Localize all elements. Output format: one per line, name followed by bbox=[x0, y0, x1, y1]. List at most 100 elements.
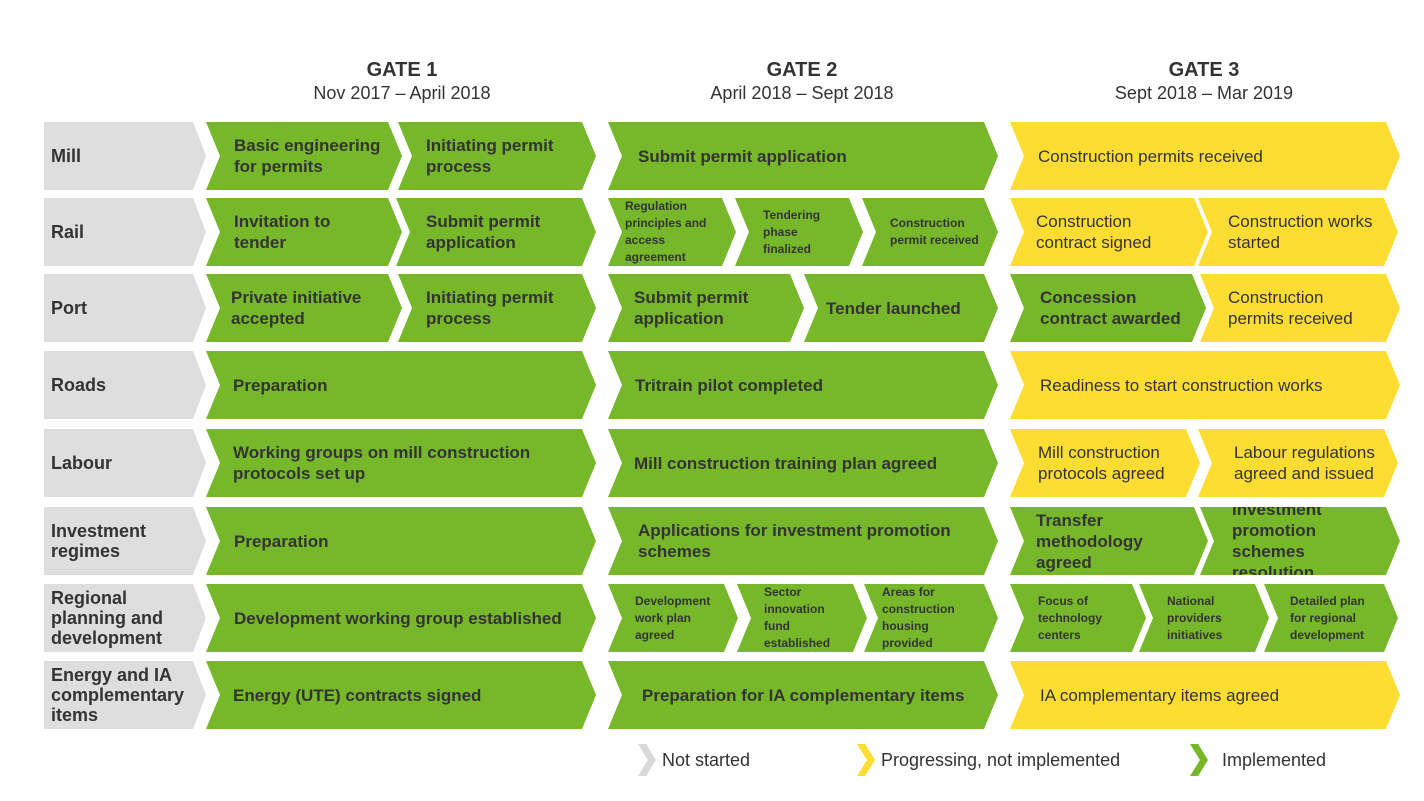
milestone-label: Preparation bbox=[234, 531, 329, 551]
milestone-label: IA complementary items agreed bbox=[1040, 685, 1280, 705]
milestone-label: Construction permit received bbox=[890, 216, 979, 247]
milestone-chevron: Construction permits received bbox=[1200, 274, 1400, 342]
row-label-cell: Rail bbox=[44, 198, 206, 266]
gate-title: GATE 1 bbox=[366, 59, 438, 81]
row-regional-planning-and-development: Regional planning and development Develop… bbox=[0, 584, 1424, 652]
row-label: Labour bbox=[51, 453, 112, 473]
row-energy-and-ia-complementary-items: Energy and IA complementary items Energy … bbox=[0, 661, 1424, 729]
row-label: Energy and IA complementary items bbox=[51, 665, 185, 725]
row-rail: Rail Invitation to tender Submit permit ap… bbox=[0, 198, 1424, 266]
milestone-chevron: Readiness to start construction works bbox=[1010, 351, 1400, 419]
milestone-label: Concession contract awarded bbox=[1040, 288, 1181, 328]
gate-title: GATE 3 bbox=[1168, 59, 1240, 81]
milestone-label: Submit permit application bbox=[426, 212, 541, 252]
milestone-chevron: Mill construction training plan agreed bbox=[608, 429, 998, 497]
milestone-label: Regulation principles and access agreeme… bbox=[625, 199, 707, 264]
milestone-label: Areas for construction housing provided bbox=[882, 585, 955, 650]
milestone-chevron: Working groups on mill construction prot… bbox=[206, 429, 596, 497]
milestone-label: Labour regulations agreed and issued bbox=[1234, 443, 1375, 483]
milestone-chevron: Applications for investment promotion sc… bbox=[608, 507, 998, 575]
milestone-chevron: Construction contract signed bbox=[1010, 198, 1208, 266]
milestone-chevron: Development work plan agreed bbox=[608, 584, 738, 652]
gate-1-header: GATE 1 Nov 2017 – April 2018 bbox=[237, 58, 567, 104]
milestone-label: Readiness to start construction works bbox=[1040, 375, 1323, 395]
milestone-chevron: Areas for construction housing provided bbox=[864, 584, 998, 652]
milestone-label: Initiating permit process bbox=[426, 288, 554, 328]
milestone-label: National providers initiatives bbox=[1167, 593, 1223, 642]
milestone-label: Construction permits received bbox=[1038, 146, 1263, 166]
milestone-chevron: Initiating permit process bbox=[398, 274, 596, 342]
gate-dates: Nov 2017 – April 2018 bbox=[313, 83, 491, 103]
legend-label: Implemented bbox=[1222, 749, 1327, 770]
milestone-label: Focus of technology centers bbox=[1038, 593, 1103, 642]
milestone-chevron: Investment promotion schemes resolution bbox=[1200, 507, 1400, 575]
row-label: Investment regimes bbox=[51, 521, 147, 561]
row-label-cell: Labour bbox=[44, 429, 206, 497]
row-label: Rail bbox=[51, 222, 85, 242]
row-label: Port bbox=[51, 298, 87, 318]
milestone-chevron: IA complementary items agreed bbox=[1010, 661, 1400, 729]
row-label-cell: Energy and IA complementary items bbox=[44, 661, 206, 729]
milestone-label: Mill construction protocols agreed bbox=[1038, 443, 1165, 483]
row-label-cell: Regional planning and development bbox=[44, 584, 206, 652]
milestone-chevron: Tendering phase finalized bbox=[735, 198, 863, 266]
gate-3-header: GATE 3 Sept 2018 – Mar 2019 bbox=[1039, 58, 1369, 104]
row-label-cell: Roads bbox=[44, 351, 206, 419]
milestone-label: Tritrain pilot completed bbox=[635, 375, 823, 395]
milestone-chevron: Regulation principles and access agreeme… bbox=[608, 198, 736, 266]
milestone-chevron: Invitation to tender bbox=[206, 198, 402, 266]
milestone-label: Development working group established bbox=[234, 608, 562, 628]
milestone-chevron: Preparation for IA complementary items bbox=[608, 661, 998, 729]
milestone-chevron: Detailed plan for regional development bbox=[1264, 584, 1398, 652]
milestone-chevron: Construction works started bbox=[1198, 198, 1398, 266]
milestone-chevron: National providers initiatives bbox=[1139, 584, 1269, 652]
milestone-label: Initiating permit process bbox=[426, 136, 554, 176]
milestone-chevron: Concession contract awarded bbox=[1010, 274, 1206, 342]
legend-label: Not started bbox=[662, 749, 751, 770]
milestone-chevron: Energy (UTE) contracts signed bbox=[206, 661, 596, 729]
row-label-cell: Port bbox=[44, 274, 206, 342]
milestone-label: Tender launched bbox=[826, 298, 961, 318]
milestone-label: Tendering phase finalized bbox=[763, 207, 821, 256]
milestone-chevron: Construction permit received bbox=[862, 198, 998, 266]
gate-dates: April 2018 – Sept 2018 bbox=[710, 83, 894, 103]
milestone-chevron: Mill construction protocols agreed bbox=[1010, 429, 1200, 497]
gate-2-header: GATE 2 April 2018 – Sept 2018 bbox=[637, 58, 967, 104]
milestone-label: Development work plan agreed bbox=[635, 593, 711, 642]
milestone-label: Construction contract signed bbox=[1036, 212, 1152, 252]
legend-implemented: Implemented bbox=[1190, 744, 1326, 776]
milestone-chevron: Tritrain pilot completed bbox=[608, 351, 998, 419]
milestone-label: Construction works started bbox=[1228, 212, 1373, 252]
row-label-cell: Mill bbox=[44, 122, 206, 190]
milestone-chevron: Submit permit application bbox=[608, 122, 998, 190]
milestone-chevron: Submit permit application bbox=[396, 198, 596, 266]
green-chevron-icon bbox=[1190, 744, 1208, 776]
milestone-chevron: Focus of technology centers bbox=[1010, 584, 1146, 652]
milestone-label: Sector innovation fund established bbox=[764, 585, 831, 650]
milestone-chevron: Tender launched bbox=[804, 274, 998, 342]
legend-progressing: Progressing, not implemented bbox=[857, 744, 1120, 776]
milestone-label: Submit permit application bbox=[634, 288, 749, 328]
milestone-chevron: Construction permits received bbox=[1010, 122, 1400, 190]
milestone-label: Working groups on mill construction prot… bbox=[233, 443, 531, 483]
row-label: Roads bbox=[51, 375, 107, 395]
legend-not-started: Not started bbox=[638, 744, 750, 776]
milestone-label: Submit permit application bbox=[638, 146, 847, 166]
legend-label: Progressing, not implemented bbox=[881, 749, 1121, 770]
milestone-chevron: Development working group established bbox=[206, 584, 596, 652]
milestone-label: Mill construction training plan agreed bbox=[634, 453, 938, 473]
gray-chevron-icon bbox=[638, 744, 656, 776]
milestone-chevron: Transfer methodology agreed bbox=[1010, 507, 1208, 575]
milestone-chevron: Labour regulations agreed and issued bbox=[1198, 429, 1398, 497]
milestone-label: Energy (UTE) contracts signed bbox=[233, 685, 482, 705]
milestone-chevron: Preparation bbox=[206, 507, 596, 575]
row-label-cell: Investment regimes bbox=[44, 507, 206, 575]
row-label: Regional planning and development bbox=[51, 588, 163, 648]
milestone-label: Invitation to tender bbox=[234, 212, 331, 252]
milestone-label: Transfer methodology agreed bbox=[1036, 510, 1143, 572]
milestone-label: Construction permits received bbox=[1228, 288, 1353, 328]
milestone-label: Detailed plan for regional development bbox=[1290, 593, 1365, 642]
